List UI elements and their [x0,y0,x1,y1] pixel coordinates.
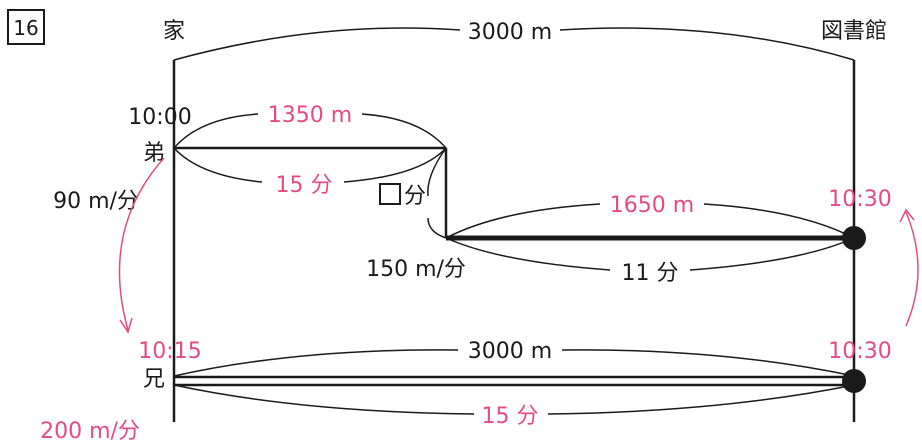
run-speed-label: 150 m/分 [366,257,466,282]
walk-speed-label: 90 m/分 [53,189,139,214]
older-arrival-dot [842,369,866,393]
bottom-distance-label: 3000 m [468,339,552,364]
older-speed-label: 200 m/分 [40,419,140,444]
unknown-minutes-box [379,183,401,205]
top-distance-label: 3000 m [468,20,552,45]
older-time-label: 15 分 [482,404,539,429]
bottom-distance-arc [173,349,855,377]
run-time-arc [445,237,855,271]
left-arrow-head-icon [119,317,133,334]
older-arrival-time: 10:30 [828,339,891,364]
home-label: 家 [163,19,185,44]
older-start-time: 10:15 [138,339,201,364]
rest-time-arc [427,147,447,239]
right-arrow-head-icon [899,208,915,223]
younger-arrival-time: 10:30 [828,187,891,212]
problem-number: 16 [13,16,38,40]
run-distance-arc [445,203,855,239]
walk-distance-arc [173,113,447,149]
run-distance-label: 1650 m [610,193,694,218]
older-time-arc [173,384,855,415]
library-label: 図書館 [821,19,887,44]
run-time-label: 11 分 [622,261,679,286]
older-brother-label: 兄 [143,367,165,392]
rest-minutes-unit: 分 [404,184,426,209]
walk-time-arc [173,147,447,183]
left-time-arrow [118,157,165,331]
top-distance-brace [173,27,855,61]
younger-start-time: 10:00 [128,105,191,130]
younger-brother-label: 弟 [143,141,165,166]
walk-distance-label: 1350 m [268,103,352,128]
right-time-arrow [905,211,919,327]
walk-time-label: 15 分 [276,173,333,198]
problem-number-box [7,9,45,45]
